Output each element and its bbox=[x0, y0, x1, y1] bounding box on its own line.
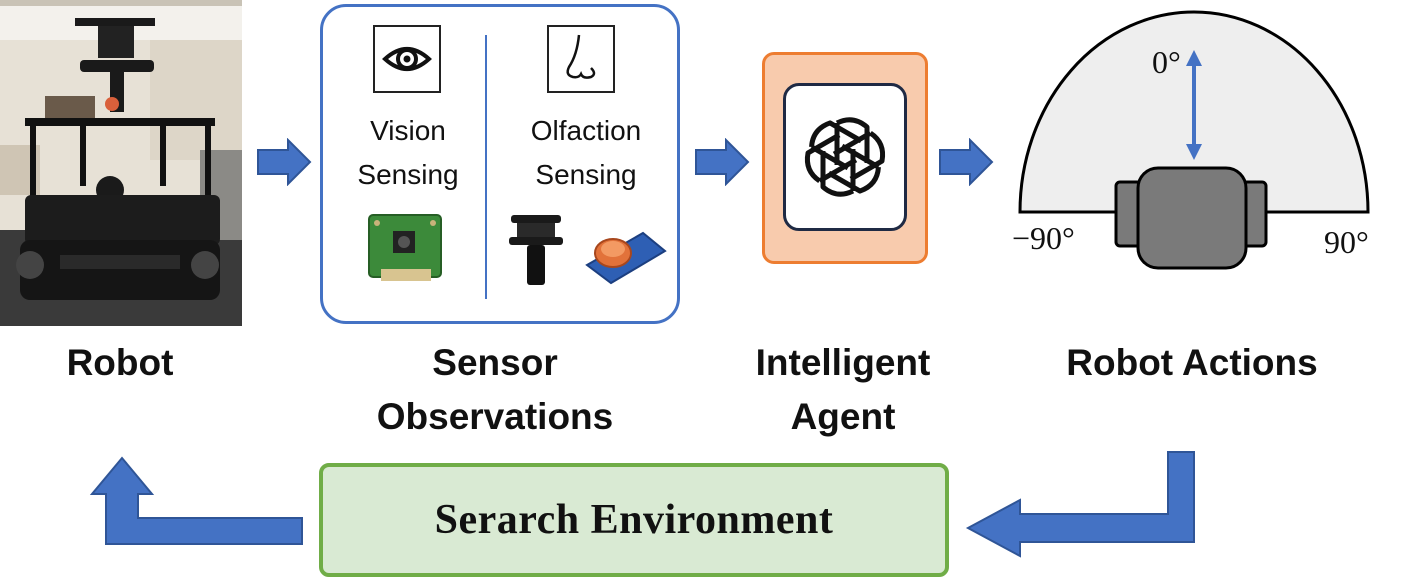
flow-arrow-3 bbox=[939, 138, 994, 186]
flow-arrow-2 bbox=[695, 138, 750, 186]
flow-arrow-1 bbox=[257, 138, 312, 186]
robot-label: Robot bbox=[66, 342, 174, 383]
vision-sensing-label: Vision Sensing bbox=[357, 115, 459, 190]
sensor-observations-box: Vision Sensing Olfaction Sensing bbox=[320, 4, 680, 324]
nose-icon bbox=[547, 25, 615, 93]
search-environment-box: Serarch Environment bbox=[319, 463, 949, 577]
angle-label-left: −90° bbox=[1012, 220, 1075, 256]
angle-label-right: 90° bbox=[1324, 224, 1369, 260]
intelligent-agent-label: Intelligent Agent bbox=[755, 342, 931, 437]
eye-icon bbox=[373, 25, 441, 93]
angle-label-top: 0° bbox=[1152, 44, 1181, 80]
sensor-observations-label: Sensor Observations bbox=[376, 342, 614, 437]
feedback-arrow-left bbox=[89, 456, 303, 545]
robot-photo bbox=[0, 0, 242, 326]
robot-top-view-icon bbox=[1114, 166, 1268, 270]
robot-actions-diagram bbox=[1018, 10, 1370, 270]
gas-sensor-image bbox=[585, 231, 667, 285]
search-environment-label: Serarch Environment bbox=[434, 497, 834, 543]
camera-module-image bbox=[368, 214, 442, 281]
sensor-divider bbox=[485, 35, 487, 299]
olfaction-sensing-label: Olfaction Sensing bbox=[530, 115, 642, 190]
intelligent-agent-box bbox=[762, 52, 928, 264]
anemometer-sensor-image bbox=[509, 215, 563, 285]
openai-logo-icon bbox=[783, 83, 907, 231]
robot-actions-label: Robot Actions bbox=[1066, 342, 1318, 383]
feedback-arrow-right bbox=[965, 451, 1195, 558]
